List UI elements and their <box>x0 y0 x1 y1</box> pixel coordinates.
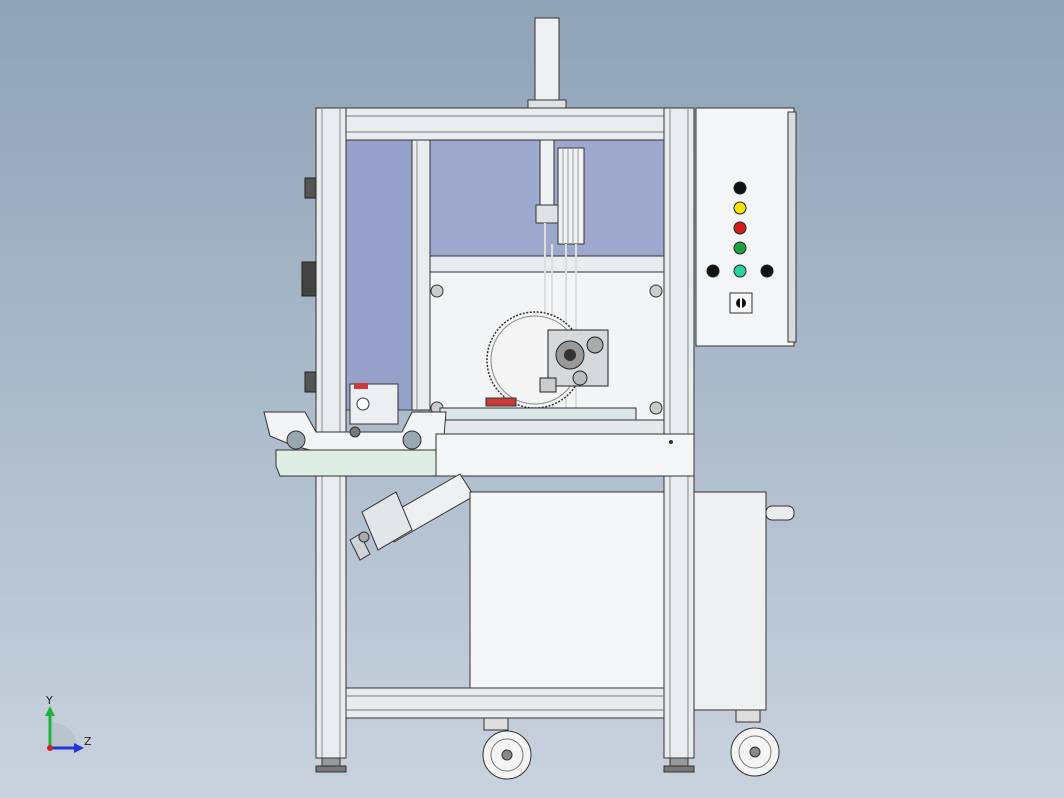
triad-y-arrowhead <box>45 706 55 716</box>
coordinate-triad: Y Z <box>45 694 92 753</box>
frame-mid-beam <box>429 255 665 273</box>
black-lamp[interactable] <box>733 181 747 195</box>
yellow-lamp[interactable] <box>733 201 747 215</box>
green-lamp[interactable] <box>733 241 747 255</box>
panel-knob-1[interactable] <box>706 264 720 278</box>
triad-z-arrowhead <box>74 743 84 753</box>
panel-knob-2[interactable] <box>733 264 747 278</box>
red-lamp[interactable] <box>733 221 747 235</box>
panel-knob-3[interactable] <box>760 264 774 278</box>
frame-right-post <box>663 107 695 759</box>
lower-cabinet <box>469 491 795 711</box>
triad-z-label: Z <box>84 735 92 748</box>
caster-wheel-left <box>482 717 532 780</box>
triad-y-label: Y <box>45 694 53 707</box>
caster-wheel-right <box>730 709 780 777</box>
work-tray <box>263 411 447 477</box>
angled-cylinder <box>349 473 475 561</box>
upper-glass-guard <box>345 139 665 411</box>
top-cylinder <box>527 17 567 113</box>
frame-top-beam <box>315 107 695 141</box>
table-body <box>435 433 695 477</box>
clamp-bracket <box>349 383 399 425</box>
triad-x-origin <box>47 745 53 751</box>
gearbox <box>539 329 609 393</box>
frame-bottom-beam <box>345 687 665 719</box>
frame-inner-post <box>411 139 431 411</box>
control-box <box>695 107 797 347</box>
selector-switch[interactable] <box>729 292 753 314</box>
leveling-feet <box>315 757 695 773</box>
